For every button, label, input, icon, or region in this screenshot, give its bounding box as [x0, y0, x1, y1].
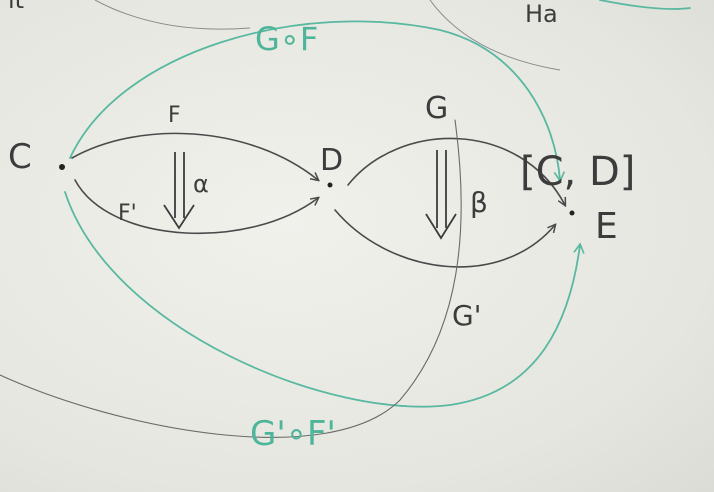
- double-arrow-alpha: [163, 152, 195, 230]
- label-functor-g-prime: G': [452, 299, 481, 332]
- label-functor-g: G: [425, 91, 448, 126]
- faint-arc-top-left: [94, 0, 251, 30]
- arrow-g-prime: [334, 209, 555, 268]
- label-alpha: α: [193, 170, 209, 198]
- dot-e: [569, 210, 575, 216]
- label-functor-f: F: [168, 103, 181, 128]
- dot-c: [59, 164, 65, 170]
- label-g-of-f: G∘F: [255, 20, 318, 58]
- fragment-top-right: Ha: [525, 0, 558, 28]
- faint-arc-top-right: [429, 0, 561, 71]
- label-object-c: C: [8, 137, 32, 177]
- fragment-top-left: it: [8, 0, 24, 14]
- faint-green-arc-top-right: [599, 0, 691, 10]
- label-functor-f-prime: F': [118, 201, 137, 226]
- arrow-f: [71, 132, 318, 180]
- label-object-e: E: [595, 206, 618, 247]
- arrow-f-prime: [74, 179, 318, 235]
- label-functor-category: [C, D]: [520, 149, 635, 195]
- double-arrow-beta: [425, 150, 457, 240]
- arrow-gprime-of-fprime: [64, 191, 585, 408]
- label-gprime-of-fprime: G'∘F': [250, 414, 336, 454]
- arrow-g: [347, 137, 565, 205]
- long-curve-g-prime: [0, 119, 462, 438]
- arrow-g-of-f: [69, 20, 566, 183]
- label-beta: β: [470, 186, 488, 219]
- dot-d: [327, 182, 333, 188]
- label-object-d: D: [320, 143, 343, 178]
